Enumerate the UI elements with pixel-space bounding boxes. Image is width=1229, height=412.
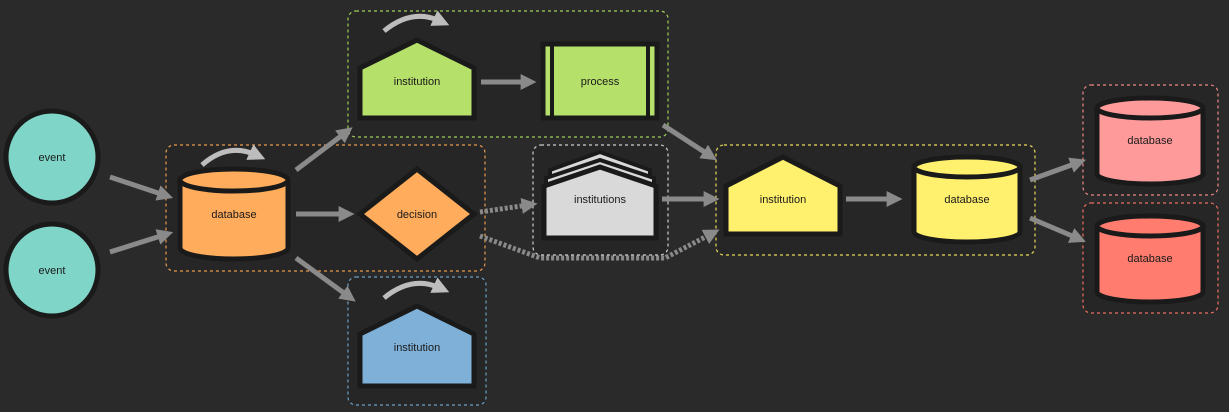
cycle-arrow-icon	[382, 277, 450, 300]
institution-label: institution	[760, 194, 806, 206]
database-label: database	[944, 194, 989, 206]
institution-label: institution	[394, 342, 440, 354]
arrow-database-institution-green	[294, 127, 353, 172]
process-label: process	[581, 76, 620, 88]
cycle-arrow-icon	[382, 10, 450, 33]
institution-node-blue[interactable]: institution	[357, 303, 477, 389]
arrow-database-institution-blue	[294, 255, 356, 302]
event-node-2[interactable]: event	[3, 221, 101, 319]
event-node-1[interactable]: event	[3, 108, 101, 206]
institutions-node-gray[interactable]: institutions	[541, 149, 659, 241]
institution-node-green[interactable]: institution	[357, 37, 477, 121]
arrow-event1-database	[109, 174, 174, 201]
dashed-arrow-decision-institution-yellow	[479, 229, 720, 261]
event-label: event	[39, 265, 66, 277]
database-label: database	[1127, 253, 1172, 265]
database-node-pink[interactable]: database	[1094, 95, 1206, 187]
arrow-event2-database	[109, 229, 174, 255]
database-label: database	[1127, 135, 1172, 147]
institutions-label: institutions	[574, 194, 626, 206]
database-node-yellow[interactable]: database	[911, 154, 1023, 245]
arrow-database-yellow-salmon	[1029, 215, 1086, 243]
process-node[interactable]: process	[540, 41, 660, 121]
dashed-arrow-decision-institutions	[479, 198, 538, 215]
arrow-database-yellow-pink	[1029, 157, 1087, 183]
database-node-orange[interactable]: database	[177, 166, 291, 262]
arrow-process-institution-yellow	[661, 122, 718, 161]
event-label: event	[39, 152, 66, 164]
institution-node-yellow[interactable]: institution	[723, 154, 843, 237]
decision-node[interactable]: decision	[355, 165, 479, 263]
database-node-salmon[interactable]: database	[1094, 213, 1206, 305]
decision-label: decision	[397, 209, 437, 221]
cycle-arrow-icon	[200, 144, 266, 167]
institution-label: institution	[394, 76, 440, 88]
database-label: database	[211, 209, 256, 221]
